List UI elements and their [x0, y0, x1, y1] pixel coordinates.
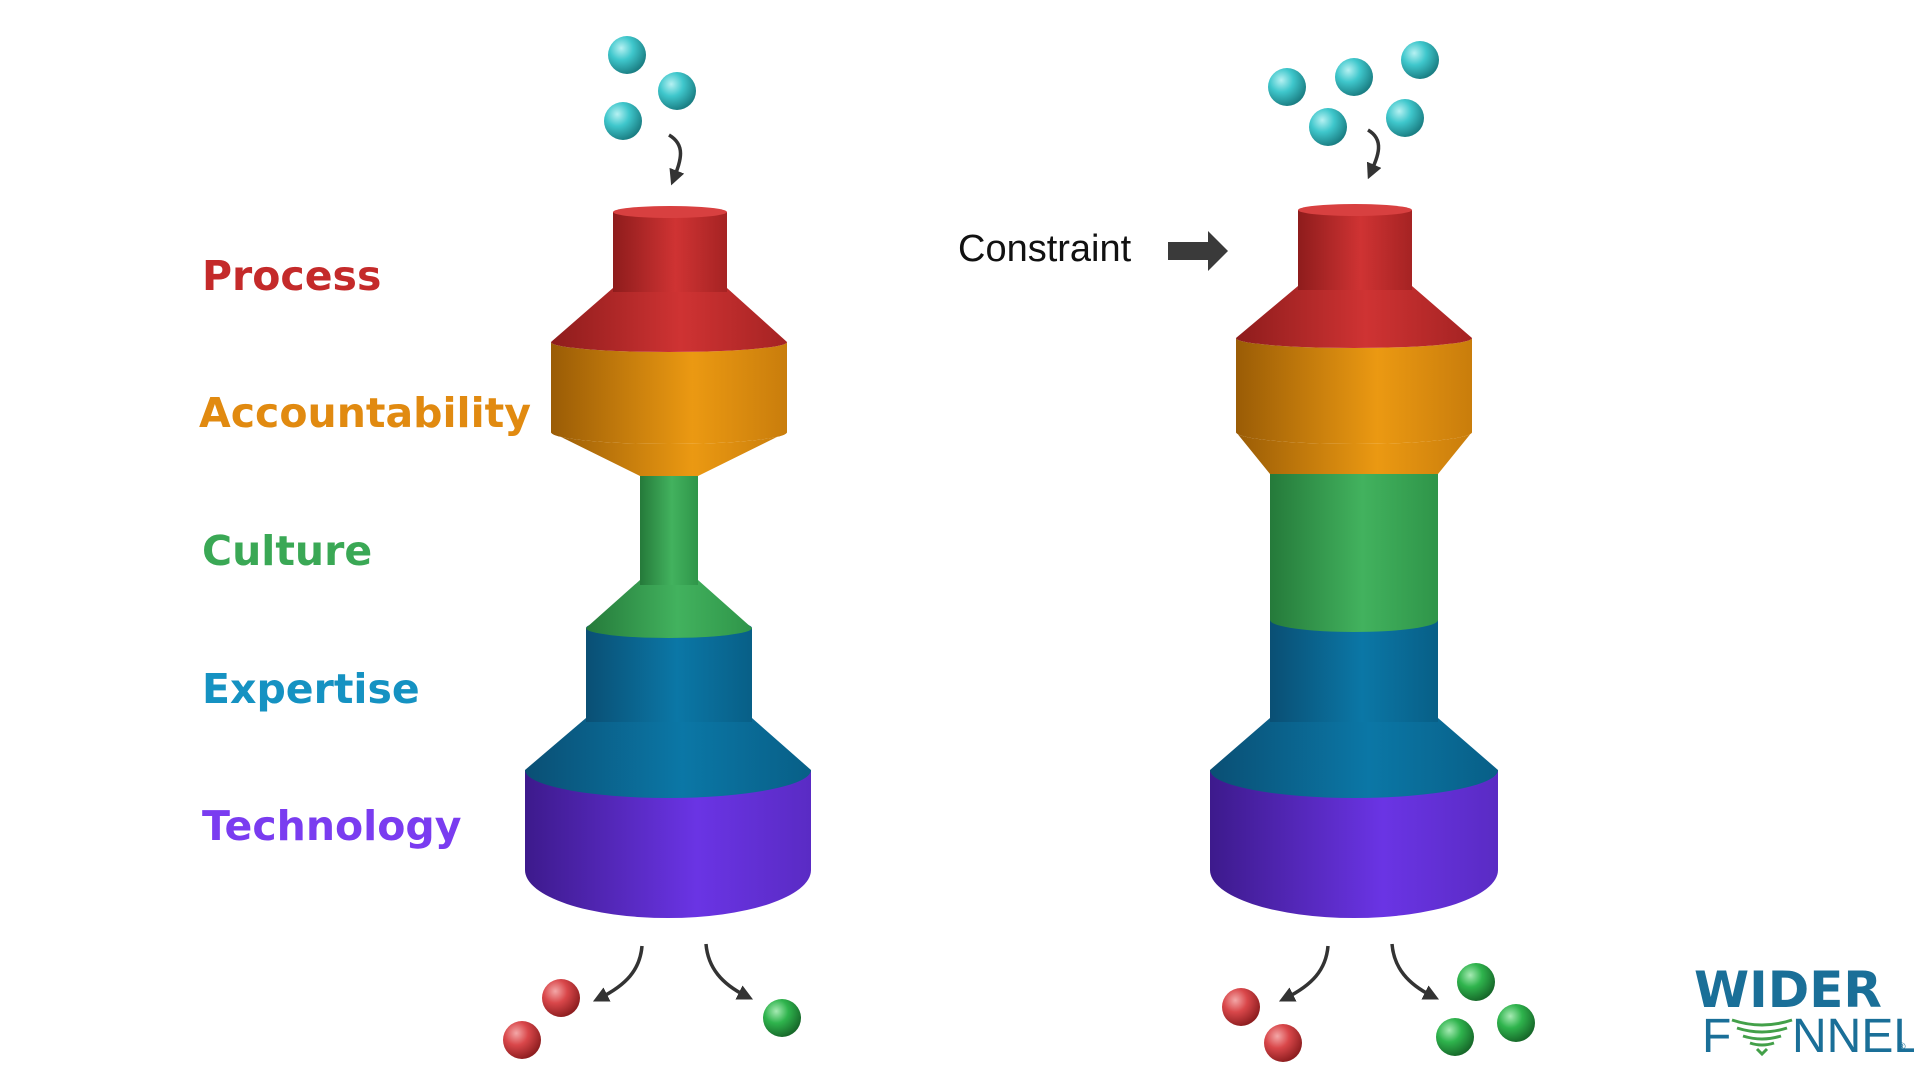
label-expertise: Expertise: [202, 665, 420, 713]
constraint-arrow-icon: [1168, 231, 1228, 271]
logo-wider: WIDER: [1694, 961, 1882, 1019]
input-ball: [1386, 99, 1424, 137]
funnel-swirl-icon: [1731, 1018, 1793, 1057]
right-layer-culture: [1270, 470, 1438, 632]
input-ball: [1268, 68, 1306, 106]
output-ball-red: [1222, 988, 1260, 1026]
left-output-arrow-left-icon: [592, 945, 644, 1002]
input-ball: [604, 102, 642, 140]
right-input-arrow-icon: [1366, 128, 1382, 180]
wider-funnel-logo: WIDER F NNEL ®: [1694, 961, 1914, 1063]
right-funnel: [1210, 204, 1498, 918]
left-layer-accountability: [551, 342, 787, 476]
label-accountability: Accountability: [199, 389, 531, 437]
right-layer-technology: [1210, 770, 1498, 918]
input-ball: [1309, 108, 1347, 146]
left-layer-expertise: [525, 618, 811, 798]
label-culture: Culture: [202, 527, 372, 575]
flow-arrows: [592, 128, 1440, 1002]
input-ball: [1401, 41, 1439, 79]
right-input-balls: [1268, 41, 1439, 146]
output-ball-green: [763, 999, 801, 1037]
right-layer-process: [1236, 204, 1472, 348]
logo-f: F: [1702, 1010, 1731, 1063]
left-output-arrow-right-icon: [704, 943, 754, 1000]
output-ball-green: [1497, 1004, 1535, 1042]
output-ball-green: [1457, 963, 1495, 1001]
output-ball-red: [542, 979, 580, 1017]
left-layer-culture: [586, 475, 752, 638]
label-technology: Technology: [202, 802, 461, 850]
output-ball-red: [503, 1021, 541, 1059]
logo-nnel: NNEL: [1792, 1010, 1914, 1063]
left-output-balls: [503, 979, 801, 1059]
input-ball: [658, 72, 696, 110]
logo-registered-mark: ®: [1896, 1040, 1907, 1053]
input-ball: [1335, 58, 1373, 96]
output-ball-green: [1436, 1018, 1474, 1056]
left-layer-technology: [525, 770, 811, 918]
right-layer-accountability: [1236, 338, 1472, 474]
right-output-balls: [1222, 963, 1535, 1062]
left-funnel: [525, 206, 811, 918]
label-process: Process: [202, 252, 381, 300]
left-layer-process: [551, 206, 787, 352]
left-input-balls: [604, 36, 696, 140]
right-output-arrow-right-icon: [1390, 943, 1440, 1000]
left-input-arrow-icon: [668, 133, 685, 186]
right-layer-expertise: [1210, 620, 1498, 798]
right-output-arrow-left-icon: [1278, 945, 1330, 1002]
input-ball: [608, 36, 646, 74]
constraint-label: Constraint: [958, 228, 1132, 270]
output-ball-red: [1264, 1024, 1302, 1062]
